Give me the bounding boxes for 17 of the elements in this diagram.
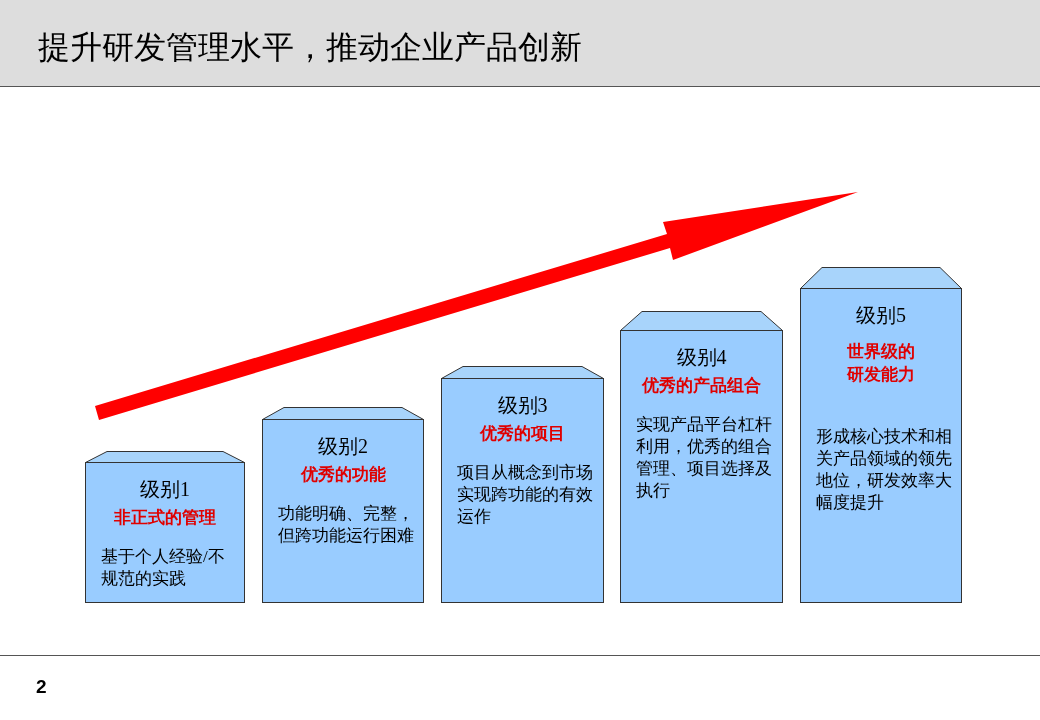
level-description: 基于个人经验/不规范的实践 <box>101 546 226 590</box>
level-description: 实现产品平台杠杆利用，优秀的组合管理、项目选择及执行 <box>636 414 773 502</box>
slide-title: 提升研发管理水平，推动企业产品创新 <box>38 28 582 67</box>
level-heading: 级别2 <box>317 434 369 459</box>
level-subtitle: 优秀的产品组合 <box>641 375 762 397</box>
level-subtitle: 世界级的研发能力 <box>846 341 916 386</box>
level-heading: 级别1 <box>139 477 191 502</box>
level-subtitle: 优秀的功能 <box>299 464 387 486</box>
level-description: 形成核心技术和相关产品领域的领先地位，研发效率大幅度提升 <box>816 426 952 514</box>
level-heading: 级别4 <box>675 345 728 370</box>
level-subtitle: 优秀的项目 <box>479 423 566 445</box>
level-description: 功能明确、完整，但跨功能运行困难 <box>278 503 414 547</box>
level-heading: 级别3 <box>496 393 549 418</box>
level-description: 项目从概念到市场实现跨功能的有效运作 <box>457 462 594 528</box>
level-heading: 级别5 <box>855 303 907 328</box>
page-number: 2 <box>36 676 47 698</box>
level-subtitle: 非正式的管理 <box>113 507 217 529</box>
